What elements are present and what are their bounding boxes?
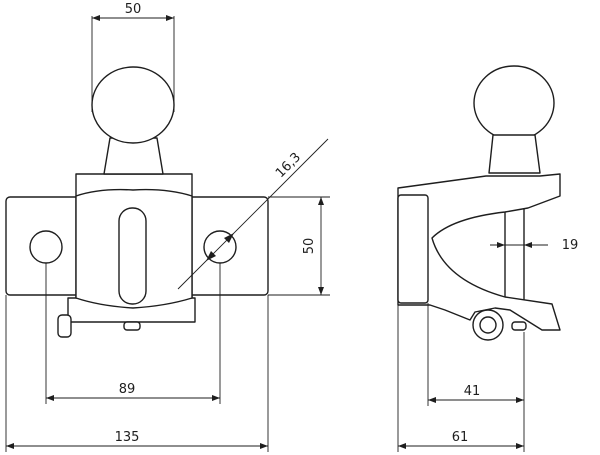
dimension-plate-height: 50 bbox=[268, 196, 330, 296]
side-ball-neck bbox=[488, 134, 541, 174]
ball-diameter-label: 50 bbox=[125, 2, 142, 17]
dimension-hole-spacing: 89 bbox=[45, 263, 221, 404]
locking-pin bbox=[57, 314, 72, 338]
side-plate-edge bbox=[397, 194, 429, 304]
tow-ball bbox=[91, 66, 175, 144]
dimension-side-gap: 19 bbox=[490, 238, 578, 253]
left-bolt-hole bbox=[29, 230, 63, 264]
dimension-ball-diameter: 50 bbox=[91, 2, 175, 112]
eye-ring-inner bbox=[479, 316, 497, 334]
side-total-label: 61 bbox=[452, 430, 469, 445]
side-depth-label: 41 bbox=[464, 384, 481, 399]
hole-diameter-label: 16,3 bbox=[273, 150, 304, 181]
side-view bbox=[397, 65, 561, 341]
dimension-plate-width: 135 bbox=[5, 295, 269, 452]
side-gap-label: 19 bbox=[562, 238, 579, 253]
side-nub bbox=[511, 321, 527, 331]
dimension-side-depth: 41 bbox=[427, 303, 525, 452]
front-view bbox=[5, 66, 269, 338]
adjustment-slot bbox=[118, 207, 147, 305]
lower-pin bbox=[123, 321, 141, 331]
plate-width-label: 135 bbox=[115, 430, 140, 445]
plate-height-label: 50 bbox=[302, 238, 317, 255]
dimension-side-total: 61 bbox=[397, 303, 524, 452]
hole-spacing-label: 89 bbox=[119, 382, 136, 397]
side-tow-ball bbox=[473, 65, 555, 141]
